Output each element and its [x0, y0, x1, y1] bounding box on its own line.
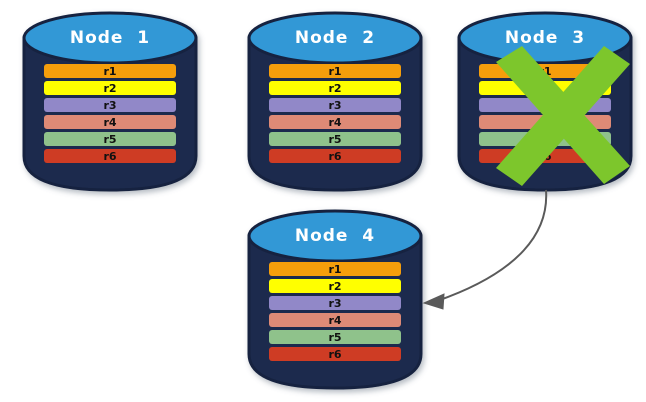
database-node-4[interactable]: Node 4 r1 r2 r3 r4 r5 r6	[243, 206, 427, 394]
row-label: r1	[328, 64, 342, 78]
row-item[interactable]: r6	[268, 149, 402, 163]
arrow-curve	[436, 189, 548, 302]
row-item[interactable]: r5	[43, 132, 177, 146]
row-item[interactable]: r3	[43, 98, 177, 112]
row-label: r3	[103, 98, 117, 112]
row-item[interactable]: r6	[268, 347, 402, 361]
row-label: r2	[103, 81, 117, 95]
row-label: r4	[538, 115, 552, 129]
row-list-node-2: r1 r2 r3 r4 r5 r6	[243, 64, 427, 163]
row-list-node-4: r1 r2 r3 r4 r5 r6	[243, 262, 427, 361]
row-item[interactable]: r5	[268, 330, 402, 344]
row-label: r2	[328, 279, 342, 293]
row-item[interactable]: r2	[268, 81, 402, 95]
row-item[interactable]: r6	[43, 149, 177, 163]
row-list-node-3: r1 r2 r3 r4 r5 r6	[453, 64, 637, 163]
row-item[interactable]: r4	[478, 115, 612, 129]
row-item[interactable]: r4	[268, 115, 402, 129]
row-label: r6	[328, 347, 342, 361]
row-item[interactable]: r1	[268, 64, 402, 78]
row-label: r5	[103, 132, 117, 146]
row-item[interactable]: r5	[478, 132, 612, 146]
row-label: r6	[538, 149, 552, 163]
row-label: r1	[328, 262, 342, 276]
row-item[interactable]: r2	[268, 279, 402, 293]
row-item[interactable]: r4	[268, 313, 402, 327]
database-node-3[interactable]: Node 3 r1 r2 r3 r4 r5 r6	[453, 8, 637, 196]
row-label: r1	[538, 64, 552, 78]
row-label: r5	[328, 132, 342, 146]
row-item[interactable]: r3	[268, 296, 402, 310]
arrow-head	[422, 293, 445, 310]
row-item[interactable]: r3	[268, 98, 402, 112]
row-list-node-1: r1 r2 r3 r4 r5 r6	[18, 64, 202, 163]
row-label: r5	[538, 132, 552, 146]
row-item[interactable]: r1	[478, 64, 612, 78]
row-item[interactable]: r2	[478, 81, 612, 95]
row-item[interactable]: r6	[478, 149, 612, 163]
row-item[interactable]: r4	[43, 115, 177, 129]
row-label: r5	[328, 330, 342, 344]
row-label: r4	[328, 115, 342, 129]
row-label: r4	[328, 313, 342, 327]
row-label: r3	[328, 296, 342, 310]
row-label: r3	[328, 98, 342, 112]
row-label: r1	[103, 64, 117, 78]
row-label: r4	[103, 115, 117, 129]
database-node-1[interactable]: Node 1 r1 r2 r3 r4 r5 r6	[18, 8, 202, 196]
row-item[interactable]: r5	[268, 132, 402, 146]
row-label: r6	[103, 149, 117, 163]
row-item[interactable]: r3	[478, 98, 612, 112]
row-label: r6	[328, 149, 342, 163]
row-label: r3	[538, 98, 552, 112]
row-item[interactable]: r1	[268, 262, 402, 276]
row-item[interactable]: r2	[43, 81, 177, 95]
row-label: r2	[328, 81, 342, 95]
database-node-2[interactable]: Node 2 r1 r2 r3 r4 r5 r6	[243, 8, 427, 196]
row-label: r2	[538, 81, 552, 95]
row-item[interactable]: r1	[43, 64, 177, 78]
